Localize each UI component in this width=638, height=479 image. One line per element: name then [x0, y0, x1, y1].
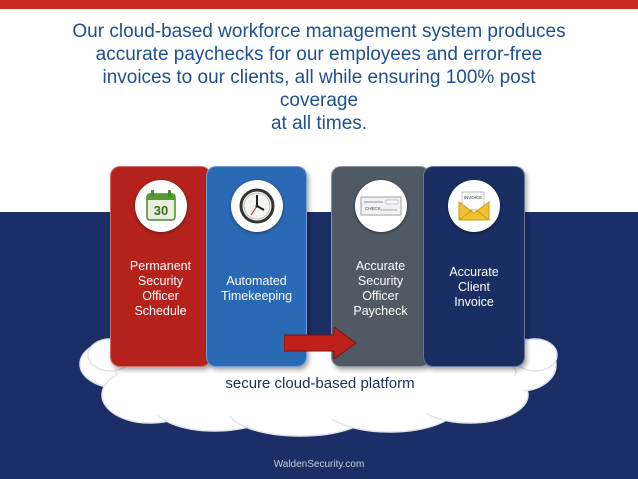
headline-line: Our cloud-based workforce management sys… [72, 21, 566, 42]
platform-label: secure cloud-based platform [225, 375, 415, 392]
card-label-line: Security [137, 274, 184, 288]
card-label-line: Schedule [134, 304, 187, 318]
card-timekeeping: Automated Timekeeping [206, 166, 307, 367]
invoice-icon-text: INVOICE [464, 195, 483, 200]
card-label-line: Officer [362, 289, 399, 303]
check-icon: CHECK [354, 180, 407, 232]
check-icon-text: CHECK [365, 206, 381, 211]
card-label: Accurate Client Invoice [428, 265, 520, 310]
card-label-line: Automated [226, 274, 287, 288]
card-label-line: Accurate [449, 265, 499, 279]
headline-line: invoices to our clients, all while ensur… [102, 67, 536, 88]
footer-website: WaldenSecurity.com [273, 459, 365, 470]
headline-line: at all times. [270, 113, 368, 134]
card-label-line: Invoice [454, 295, 494, 309]
right-arrow-icon [284, 327, 357, 359]
top-accent-bar [0, 0, 638, 9]
headline-line: coverage [279, 90, 359, 111]
card-label-line: Client [458, 280, 490, 294]
invoice-envelope-icon: INVOICE [448, 180, 500, 232]
card-label-line: Accurate [355, 259, 406, 273]
card-label-line: Officer [142, 289, 179, 303]
card-label-line: Paycheck [353, 304, 408, 318]
headline-line: accurate paychecks for our employees and… [95, 44, 543, 65]
card-label-line: Permanent [129, 259, 192, 273]
card-schedule: 30 Permanent Security Officer Schedule [110, 166, 211, 367]
card-label: Accurate Security Officer Paycheck [336, 259, 425, 319]
card-label: Automated Timekeeping [211, 274, 302, 304]
card-paycheck: CHECK Accurate Security Officer Paycheck [331, 166, 430, 367]
calendar-icon: 30 [134, 180, 187, 232]
card-label-line: Timekeeping [220, 289, 293, 303]
clock-icon [230, 180, 283, 232]
card-label: Permanent Security Officer Schedule [115, 259, 206, 319]
headline: Our cloud-based workforce management sys… [20, 20, 618, 135]
card-label-line: Security [357, 274, 404, 288]
card-invoice: INVOICE Accurate Client Invoice [423, 166, 525, 367]
calendar-icon-text: 30 [153, 203, 167, 218]
